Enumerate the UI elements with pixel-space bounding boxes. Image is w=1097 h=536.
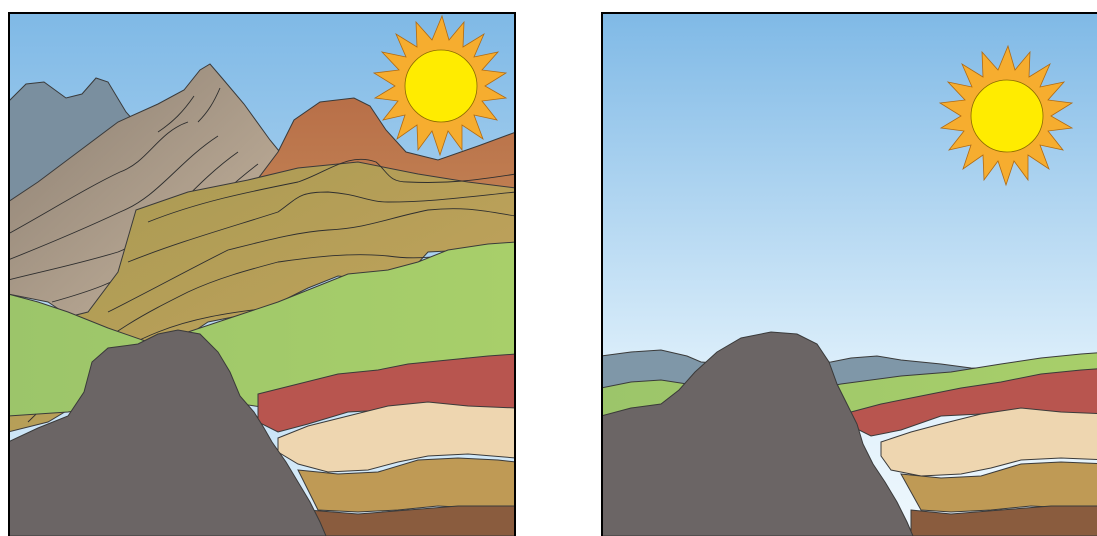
landscape-panel-right	[601, 12, 1097, 536]
landscape-panel-left	[8, 12, 516, 536]
landscape-illustration-left	[8, 12, 516, 536]
landscape-illustration-right	[601, 12, 1097, 536]
